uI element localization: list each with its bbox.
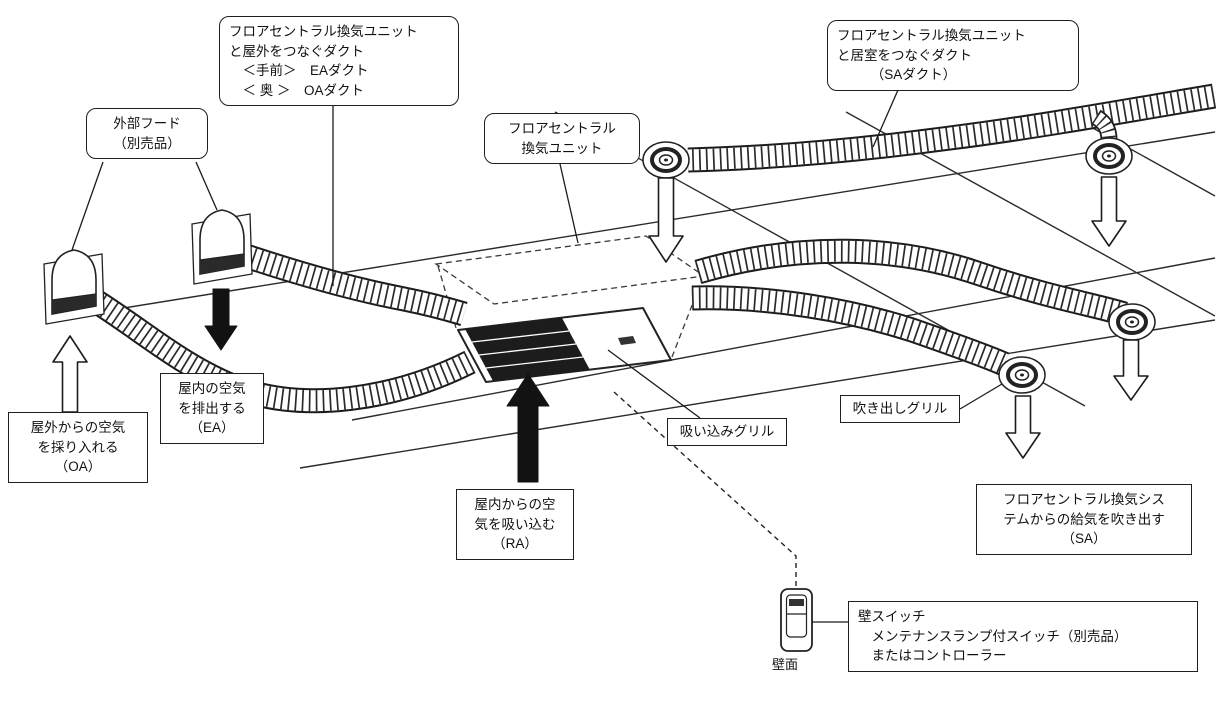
intake-grille-panel <box>465 318 590 381</box>
label-line: （SA） <box>1061 531 1107 547</box>
label-wall-switch: 壁スイッチ メンテナンスランプ付スイッチ（別売品） またはコントローラー <box>848 601 1198 672</box>
duct-sa-lower-right <box>691 285 1010 376</box>
diffuser-mid-right <box>1107 302 1157 342</box>
arrow-ra-return <box>506 373 550 483</box>
label-line: またはコントローラー <box>858 648 1007 664</box>
label-line: フロアセントラル換気シス <box>1003 492 1165 507</box>
duct-oa-rear <box>87 289 476 414</box>
callout-ea-oa-duct: フロアセントラル換気ユニット と屋外をつなぐダクト ＜手前＞ EAダクト ＜ 奥… <box>219 16 459 107</box>
label-ea: 屋内の空気 を排出する （EA） <box>160 373 264 444</box>
label-line: 気を吸い込む <box>474 516 556 532</box>
callout-line: フロアセントラル換気ユニット <box>837 28 1026 43</box>
label-ra: 屋内からの空 気を吸い込む （RA） <box>456 489 574 560</box>
callout-unit: フロアセントラル 換気ユニット <box>484 113 640 165</box>
duct-sa-top-run <box>687 83 1217 173</box>
external-hood-rear <box>43 249 105 325</box>
leader-lines <box>71 89 1003 623</box>
callout-line: と居室をつなぐダクト <box>837 47 972 63</box>
callout-external-hood: 外部フード （別売品） <box>86 108 208 160</box>
arrow-sa-bottom-right <box>1005 395 1041 459</box>
callout-line: フロアセントラル <box>508 121 616 136</box>
label-line: 壁スイッチ <box>858 609 926 624</box>
callout-line: （SAダクト） <box>837 67 957 83</box>
label-line: を採り入れる <box>37 439 119 455</box>
label-line: （EA） <box>189 420 235 436</box>
label-line: 吸い込みグリル <box>679 424 775 439</box>
external-hood-front <box>191 209 253 285</box>
callout-line: と屋外をつなぐダクト <box>229 43 364 59</box>
label-line: を排出する <box>178 400 246 416</box>
label-line: （OA） <box>54 459 102 475</box>
label-outlet-grille: 吹き出しグリル <box>840 395 960 423</box>
ventilation-unit-panel <box>457 307 672 383</box>
diffuser-top-right <box>1084 136 1134 176</box>
diffuser-center <box>641 140 691 180</box>
panel-latch <box>618 336 636 345</box>
callout-line: ＜手前＞ EAダクト <box>229 63 369 79</box>
label-line: 屋内からの空 <box>474 497 556 512</box>
callout-line: 外部フード <box>113 116 181 131</box>
duct-sa-elbow-top-right <box>1091 109 1118 141</box>
duct-ea-front <box>242 244 468 326</box>
callout-line: 換気ユニット <box>521 140 603 156</box>
label-line: （RA） <box>492 536 538 552</box>
label-wall-surface: 壁面 <box>772 657 799 672</box>
label-line: 屋外からの空気 <box>30 420 126 435</box>
callout-line: （別売品） <box>113 135 181 151</box>
arrow-oa-intake <box>52 335 88 413</box>
label-intake-grille: 吸い込みグリル <box>667 418 787 446</box>
callout-line: ＜ 奥 ＞ OAダクト <box>229 82 365 98</box>
label-line: 屋内の空気 <box>178 381 246 396</box>
label-line: メンテナンスランプ付スイッチ（別売品） <box>858 628 1128 644</box>
diffuser-outlet-grille <box>997 355 1047 395</box>
arrow-sa-center <box>648 177 684 263</box>
wall-switch <box>613 391 813 652</box>
arrow-sa-mid-right <box>1113 339 1149 401</box>
label-sa: フロアセントラル換気シス テムからの給気を吹き出す （SA） <box>976 484 1192 555</box>
callout-line: フロアセントラル換気ユニット <box>229 24 418 39</box>
label-line: 吹き出しグリル <box>852 401 948 416</box>
duct-sa-mid-right <box>694 238 1128 326</box>
callout-sa-duct: フロアセントラル換気ユニット と居室をつなぐダクト （SAダクト） <box>827 20 1079 91</box>
label-line: テムからの給気を吹き出す <box>1003 511 1165 527</box>
arrow-sa-top-right <box>1091 176 1127 247</box>
arrow-ea-exhaust <box>204 288 238 351</box>
label-oa: 屋外からの空気 を採り入れる （OA） <box>8 412 148 483</box>
